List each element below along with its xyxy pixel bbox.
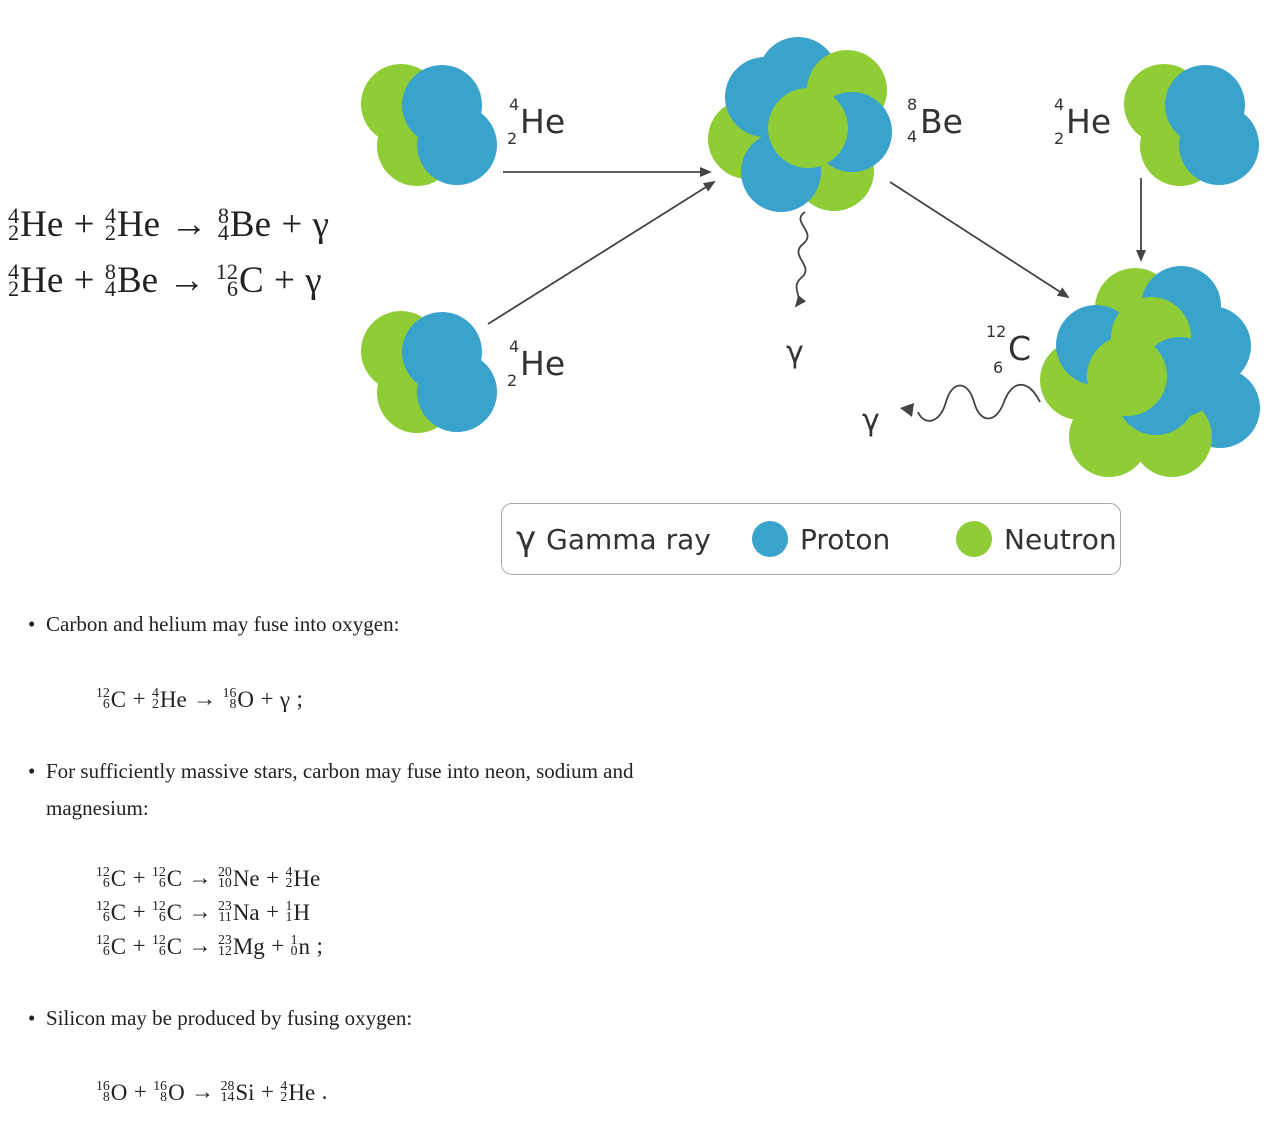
proton-dot-icon	[752, 521, 788, 557]
gamma-wave-right-arrowhead	[900, 403, 914, 417]
bullet-text-line-1: For sufficiently massive stars, carbon m…	[46, 759, 634, 783]
svg-text:2: 2	[1054, 129, 1064, 148]
plus-sign: +	[274, 259, 295, 301]
legend-proton-label: Proton	[800, 522, 891, 556]
legend-neutron-label: Neutron	[1004, 522, 1117, 556]
bullet-text: Silicon may be produced by fusing oxygen…	[46, 1006, 413, 1030]
plus-sign: +	[73, 203, 95, 245]
triple-alpha-diagram: 4 2 He 4 2 He 8 4 Be 4 2 He 12 6 C γ γ	[361, 37, 1260, 477]
gamma-wave-center	[794, 211, 809, 308]
gamma-symbol: γ	[305, 259, 322, 301]
svg-text:Be: Be	[920, 102, 963, 141]
label-gamma-right: γ	[862, 403, 880, 438]
legend-neutron: Neutron	[956, 504, 1117, 574]
legend-proton: Proton	[752, 504, 890, 574]
label-he-bottom-left: 4 2 He	[507, 337, 565, 390]
legend-gamma-label: Gamma ray	[546, 522, 711, 556]
bullet-dot: •	[28, 759, 36, 783]
helium-nucleus-bottom-left	[361, 311, 497, 433]
svg-text:He: He	[520, 102, 565, 141]
svg-text:6: 6	[993, 358, 1003, 377]
svg-text:C: C	[1008, 329, 1031, 368]
label-be: 8 4 Be	[907, 95, 963, 146]
gamma-symbol: γ	[312, 203, 329, 245]
svg-text:4: 4	[907, 127, 917, 146]
helium-nucleus-top-right	[1124, 64, 1259, 186]
svg-text:4: 4	[509, 337, 519, 356]
svg-text:12: 12	[986, 322, 1006, 341]
svg-text:4: 4	[1054, 95, 1064, 114]
arrow-he-bottom-to-be	[487, 180, 716, 325]
carbon-nucleus	[1040, 266, 1260, 477]
legend: γ Gamma ray Proton Neutron	[501, 503, 1121, 575]
svg-text:He: He	[1066, 102, 1111, 141]
svg-text:8: 8	[907, 95, 917, 114]
plus-sign: +	[73, 259, 95, 301]
bullet-dot: •	[28, 612, 36, 636]
label-c: 12 6 C	[986, 322, 1031, 377]
reaction-arrow: →	[168, 259, 206, 301]
bullet-carbon-helium: • Carbon and helium may fuse into oxygen…	[28, 606, 399, 643]
svg-text:2: 2	[507, 371, 517, 390]
gamma-wave-right	[917, 383, 1041, 422]
bullet-dot: •	[28, 1006, 36, 1030]
helium-nucleus-top-left	[361, 64, 497, 186]
bullet-silicon: • Silicon may be produced by fusing oxyg…	[28, 1000, 412, 1037]
bullet-carbon-burning: • For sufficiently massive stars, carbon…	[28, 753, 634, 827]
bullet-text-line-2: magnesium:	[46, 796, 149, 820]
arrow-be-to-c	[889, 181, 1070, 299]
label-he-top-right: 4 2 He	[1054, 95, 1111, 148]
svg-text:He: He	[520, 344, 565, 383]
reaction-arrow: →	[170, 203, 208, 245]
gamma-icon: γ	[516, 519, 537, 559]
svg-text:4: 4	[509, 95, 519, 114]
plus-sign: +	[281, 203, 303, 245]
label-he-top-left: 4 2 He	[507, 95, 565, 148]
beryllium-nucleus	[708, 37, 892, 212]
legend-gamma: γ Gamma ray	[516, 504, 711, 574]
bullet-text: Carbon and helium may fuse into oxygen:	[46, 612, 400, 636]
label-gamma-center: γ	[786, 335, 804, 370]
neutron-dot-icon	[956, 521, 992, 557]
gamma-symbol: γ	[279, 686, 291, 712]
svg-text:2: 2	[507, 129, 517, 148]
